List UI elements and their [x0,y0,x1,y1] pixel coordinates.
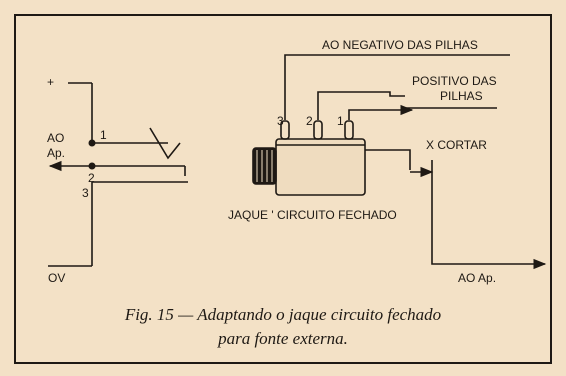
caption-line2: para fonte externa. [217,329,348,348]
figure-frame [14,14,552,364]
spring-contact [149,127,181,160]
lug-1 [344,120,354,140]
ov-label: OV [48,271,65,285]
output-line [431,160,547,270]
jack-nut [252,147,277,185]
pin2-label: 2 [88,171,95,185]
wire-to-positive [317,91,405,120]
ao-label: AO [47,131,64,145]
junction-dot-pin2 [88,162,96,170]
cut-label: X CORTAR [426,138,487,152]
caption-line1: Fig. 15 — Adaptando o jaque circuito fec… [124,305,441,324]
wire-to-negative [284,54,510,120]
lug-2 [313,120,323,140]
lug1-label: 1 [337,114,344,128]
ap-label: Ap. [47,146,65,160]
lug-3 [280,120,290,140]
positive-label-line2: PILHAS [440,89,483,103]
negative-label: AO NEGATIVO DAS PILHAS [322,38,478,52]
pin1-label: 1 [100,128,107,142]
lug3-label: 3 [277,114,284,128]
jack-label: JAQUE ' CIRCUITO FECHADO [228,208,397,222]
jack-body [275,138,366,196]
pin3-label: 3 [82,186,89,200]
plus-label: + [47,75,54,89]
to-ap-label: AO Ap. [458,271,496,285]
junction-dot-pin1 [88,139,96,147]
wire-terminal-1 [348,104,414,120]
positive-label-line1: POSITIVO DAS [412,74,497,88]
lug2-label: 2 [306,114,313,128]
